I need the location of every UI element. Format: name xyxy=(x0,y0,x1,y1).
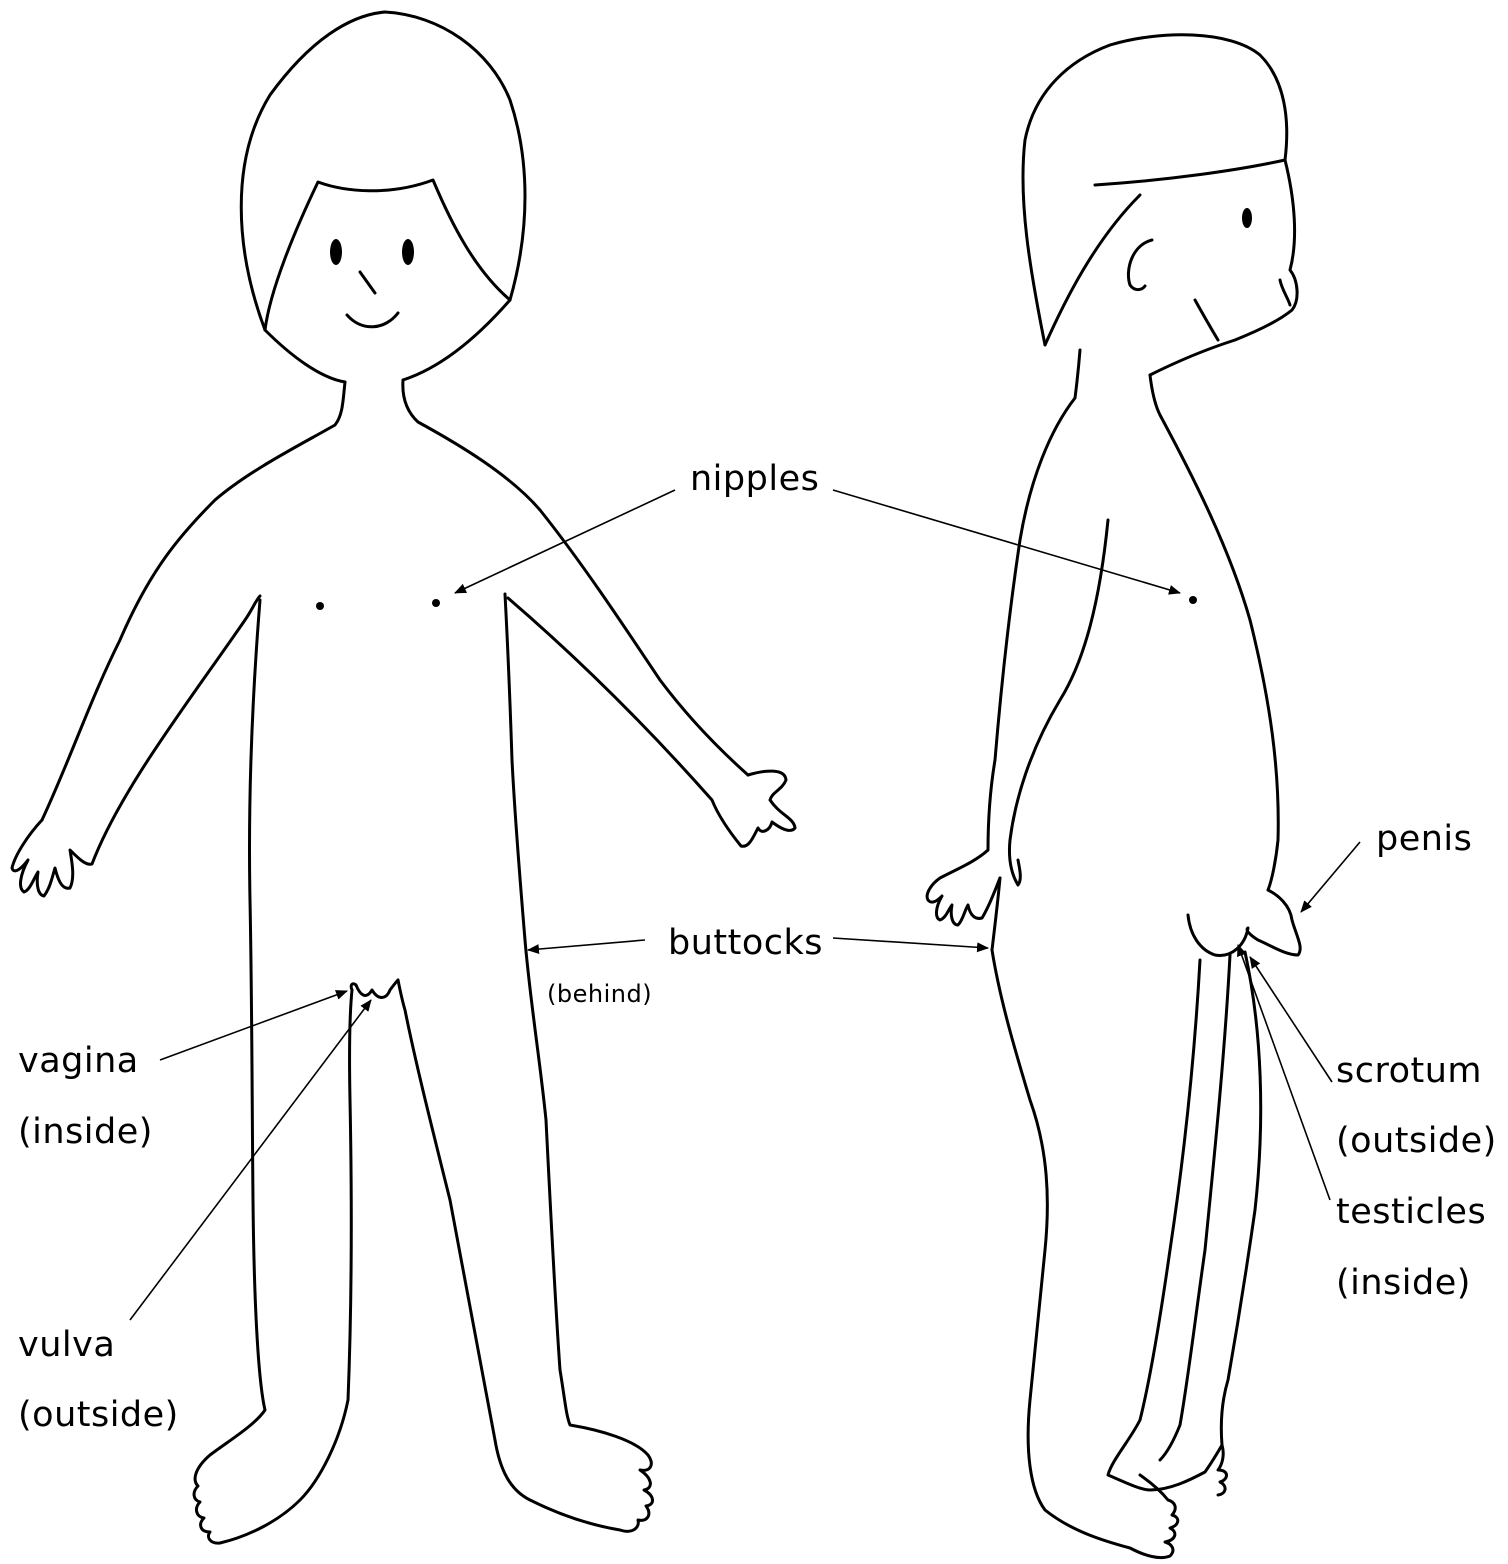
nipples-arrow-side xyxy=(833,490,1180,593)
side-neck-back xyxy=(927,350,1080,925)
side-mouth xyxy=(1280,280,1290,305)
label-nipples: nipples xyxy=(690,462,819,497)
testicles-arrow xyxy=(1238,945,1330,1200)
label-scrotum: scrotum xyxy=(1336,1054,1482,1089)
front-left-body xyxy=(194,600,352,1543)
front-neck xyxy=(42,380,748,820)
side-back-leg xyxy=(992,878,1178,1558)
front-mouth xyxy=(347,313,398,327)
side-jaw xyxy=(1195,300,1218,340)
leaders xyxy=(130,490,1360,1320)
front-face xyxy=(265,300,510,382)
front-nose xyxy=(360,272,375,293)
label-behind: (behind) xyxy=(547,982,652,1006)
label-vagina: vagina xyxy=(18,1044,139,1079)
nipples-arrow-front xyxy=(455,490,675,593)
label-vagina-note: (inside) xyxy=(18,1115,153,1150)
front-left-hand xyxy=(12,596,260,896)
label-vulva-note: (outside) xyxy=(18,1398,179,1433)
penis-arrow xyxy=(1301,842,1360,912)
buttocks-arrow-side xyxy=(833,938,988,948)
front-right-body xyxy=(398,594,653,1531)
front-right-hand xyxy=(508,598,795,846)
side-scrotum xyxy=(1188,890,1300,955)
label-buttocks: buttocks xyxy=(668,926,823,961)
side-nipple xyxy=(1189,596,1197,604)
side-front xyxy=(1150,375,1278,890)
side-inner-leg-2 xyxy=(1221,952,1260,1445)
buttocks-arrow-front xyxy=(528,940,645,950)
front-hair xyxy=(241,12,525,330)
side-hair xyxy=(1023,35,1287,345)
label-scrotum-note: (outside) xyxy=(1336,1124,1497,1159)
side-face xyxy=(1150,160,1297,375)
vagina-arrow xyxy=(160,991,347,1060)
side-eye xyxy=(1242,208,1252,228)
side-ear xyxy=(1128,240,1152,290)
front-figure xyxy=(12,12,795,1543)
label-penis: penis xyxy=(1376,822,1472,857)
side-arm xyxy=(1009,520,1108,885)
label-testicles: testicles xyxy=(1336,1195,1486,1230)
front-crotch xyxy=(351,980,398,998)
label-testicles-note: (inside) xyxy=(1336,1266,1471,1301)
front-right-nipple xyxy=(432,599,440,607)
front-left-eye xyxy=(330,239,342,265)
front-right-eye xyxy=(402,239,414,265)
side-figure xyxy=(927,35,1300,1558)
scrotum-arrow xyxy=(1250,957,1332,1082)
front-left-nipple xyxy=(316,602,324,610)
label-vulva: vulva xyxy=(18,1328,115,1363)
